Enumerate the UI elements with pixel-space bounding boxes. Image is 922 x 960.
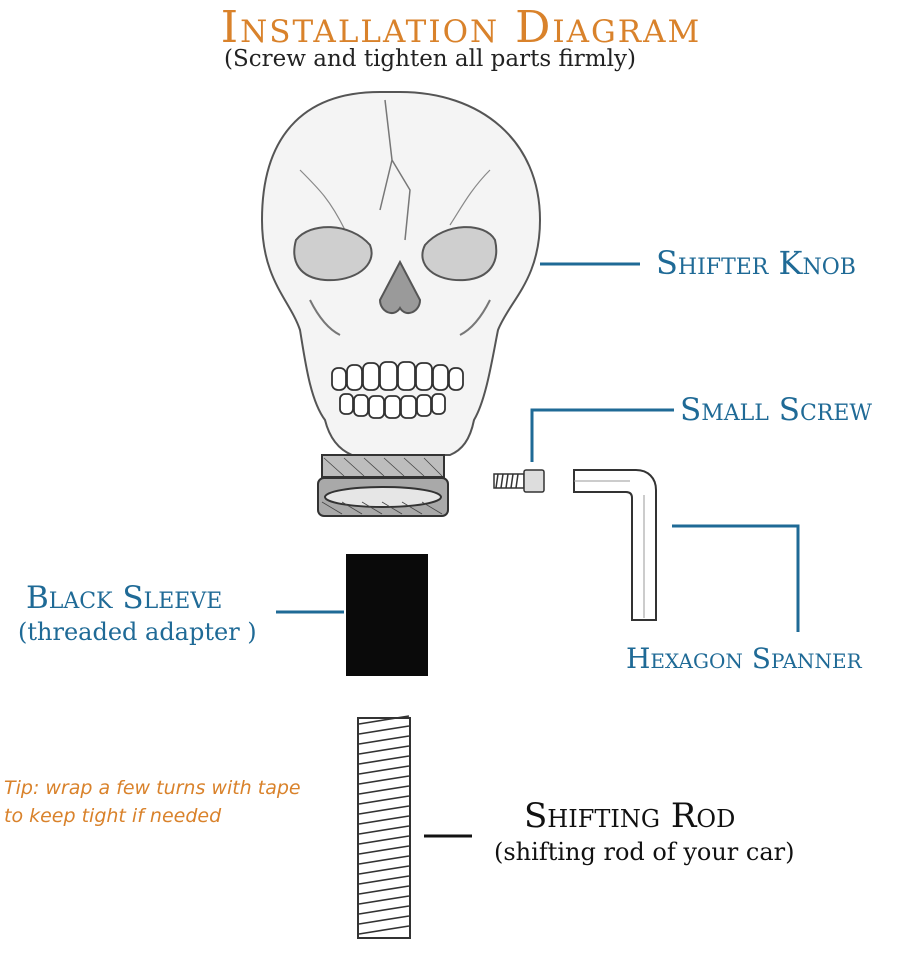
hexagon-spanner-icon xyxy=(573,469,657,621)
black-sleeve-sublabel: (threaded adapter ) xyxy=(18,618,257,646)
small-screw-label: Small Screw xyxy=(680,392,873,428)
hexagon-spanner-label: Hexagon Spanner xyxy=(626,642,862,675)
shifting-rod-sublabel: (shifting rod of your car) xyxy=(494,838,795,866)
shifter-knob-label: Shifter Knob xyxy=(656,244,856,282)
skull-shifter-knob-icon xyxy=(260,91,542,517)
small-screw-icon xyxy=(493,469,545,493)
diagram-subtitle: (Screw and tighten all parts firmly) xyxy=(224,46,636,72)
leader-lines xyxy=(276,262,800,632)
shifting-rod-label: Shifting Rod xyxy=(524,796,736,836)
diagram-title: Installation Diagram xyxy=(220,2,702,53)
tip-line-2: to keep tight if needed xyxy=(4,805,222,827)
tip-line-1: Tip: wrap a few turns with tape xyxy=(4,777,301,799)
shifting-rod-icon xyxy=(357,715,411,939)
tip-note: Tip: wrap a few turns with tape to keep … xyxy=(4,774,301,830)
black-sleeve-icon xyxy=(346,554,428,676)
knurl-pattern xyxy=(321,457,443,515)
black-sleeve-label: Black Sleeve xyxy=(26,580,223,616)
